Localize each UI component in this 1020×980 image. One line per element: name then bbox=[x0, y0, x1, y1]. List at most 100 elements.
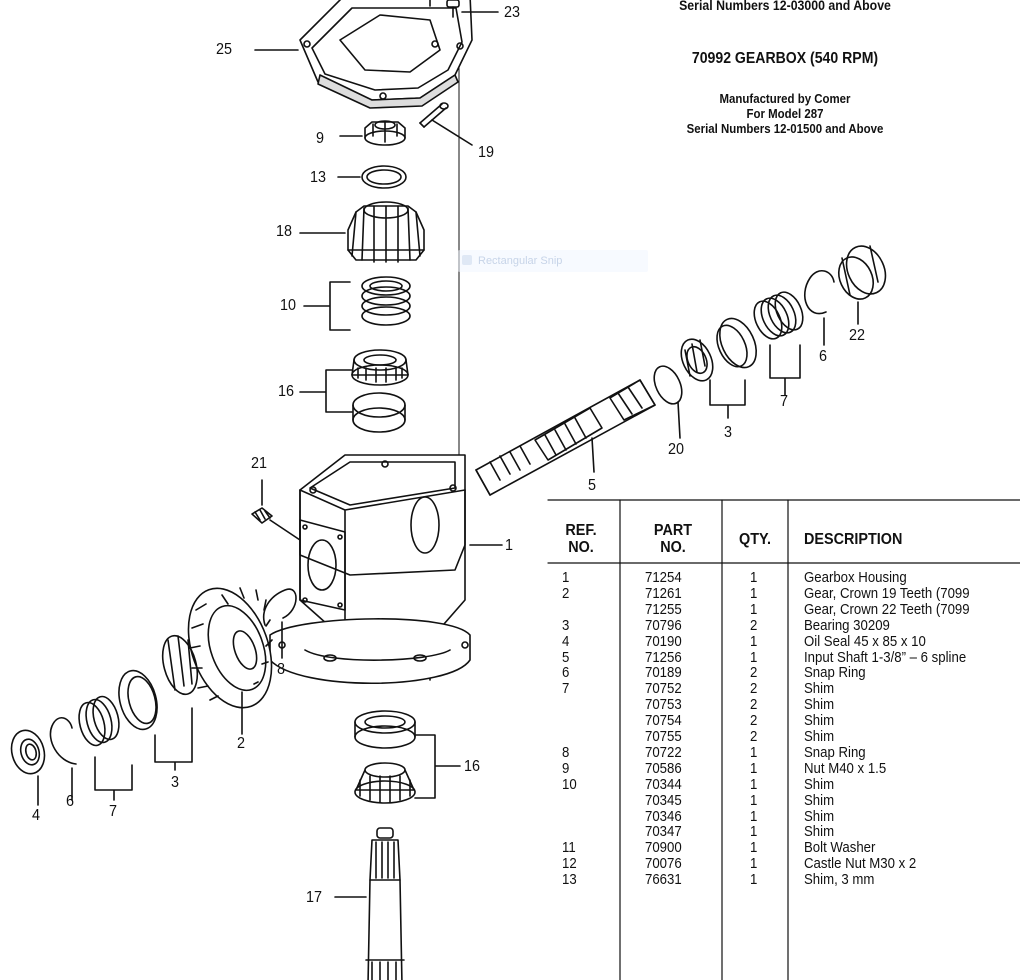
row-ref-no: 7 bbox=[562, 680, 570, 698]
row-ref-no: 9 bbox=[562, 759, 570, 777]
bearing-cone-16-lower bbox=[354, 762, 416, 804]
shim-stack-right bbox=[753, 291, 804, 340]
row-part-no: 71256 bbox=[645, 648, 682, 666]
shim-stack-10 bbox=[361, 276, 411, 326]
snap-ring-right bbox=[804, 270, 835, 315]
row-description: Shim bbox=[804, 680, 835, 698]
col-header-ref-line1: REF. bbox=[565, 522, 597, 539]
end-cap bbox=[837, 245, 887, 300]
row-description: Castle Nut M30 x 2 bbox=[804, 855, 917, 873]
vent-plug bbox=[251, 507, 273, 524]
snap-ring-left-outer bbox=[49, 717, 77, 765]
row-description: Input Shaft 1-3/8” – 6 spline bbox=[804, 648, 967, 666]
row-ref-no: 2 bbox=[562, 584, 570, 602]
callout-22: 22 bbox=[849, 327, 866, 344]
col-header-qty: QTY. bbox=[738, 531, 772, 548]
parts-table-grid bbox=[547, 499, 1020, 980]
row-qty: 2 bbox=[750, 696, 758, 714]
callout-9: 9 bbox=[316, 130, 325, 147]
bearing-right bbox=[680, 317, 757, 382]
row-part-no: 70345 bbox=[645, 791, 682, 809]
callout-5: 5 bbox=[588, 477, 597, 494]
row-qty: 1 bbox=[750, 823, 758, 841]
row-description: Oil Seal 45 x 85 x 10 bbox=[804, 632, 926, 650]
row-ref-no: 10 bbox=[562, 775, 577, 793]
col-header-ref-line2: NO. bbox=[568, 539, 594, 556]
col-header-part-line1: PART bbox=[653, 522, 693, 539]
row-qty: 1 bbox=[750, 584, 758, 602]
castle-nut bbox=[364, 120, 406, 146]
row-qty: 2 bbox=[750, 728, 758, 745]
row-qty: 1 bbox=[750, 775, 758, 793]
row-qty: 2 bbox=[750, 616, 758, 634]
row-part-no: 70755 bbox=[645, 728, 682, 745]
shim-ring-13 bbox=[361, 165, 407, 189]
row-part-no: 71254 bbox=[645, 569, 682, 586]
row-description: Gear, Crown 22 Teeth (7099 bbox=[804, 600, 970, 618]
col-header-ref: REF. NO. bbox=[559, 522, 604, 556]
row-description: Shim bbox=[804, 823, 835, 841]
snip-icon bbox=[462, 255, 472, 265]
row-description: Shim bbox=[804, 712, 835, 730]
header-model: For Model 287 bbox=[746, 106, 824, 121]
gearbox-top-cover bbox=[299, 0, 473, 109]
row-ref-no: 8 bbox=[562, 743, 570, 761]
input-shaft bbox=[475, 379, 656, 496]
callout-16-lower: 16 bbox=[464, 758, 481, 775]
row-qty: 1 bbox=[750, 632, 758, 650]
row-ref-no: 6 bbox=[562, 664, 570, 682]
row-part-no: 71255 bbox=[645, 600, 682, 618]
row-qty: 1 bbox=[750, 807, 758, 825]
callout-8: 8 bbox=[277, 661, 286, 678]
row-qty: 1 bbox=[750, 759, 758, 777]
bearing-cup-16-lower bbox=[354, 710, 416, 749]
cover-bolts bbox=[429, 0, 460, 18]
row-qty: 2 bbox=[750, 712, 758, 730]
row-description: Shim bbox=[804, 696, 835, 714]
row-part-no: 70344 bbox=[645, 775, 682, 793]
callout-6-right: 6 bbox=[819, 348, 828, 365]
callout-16-top: 16 bbox=[278, 383, 295, 400]
row-qty: 2 bbox=[750, 664, 758, 682]
header-serial-top: Serial Numbers 12-03000 and Above bbox=[679, 0, 891, 13]
row-description: Bearing 30209 bbox=[804, 616, 890, 634]
row-qty: 1 bbox=[750, 871, 758, 889]
gearbox-housing bbox=[269, 454, 471, 685]
shim-ring-20 bbox=[653, 365, 683, 405]
row-part-no: 70346 bbox=[645, 807, 682, 825]
bearing-cone-16-top bbox=[351, 349, 409, 386]
page-title: 70992 GEARBOX (540 RPM) bbox=[691, 50, 879, 67]
row-qty: 2 bbox=[750, 680, 758, 698]
row-description: Nut M40 x 1.5 bbox=[804, 759, 887, 777]
crown-gear bbox=[187, 587, 273, 709]
callout-13: 13 bbox=[310, 169, 327, 186]
callout-20: 20 bbox=[668, 441, 685, 458]
bearing-cup-16-top bbox=[352, 392, 406, 433]
header-manufacturer: Manufactured by Comer bbox=[719, 91, 851, 106]
row-part-no: 70347 bbox=[645, 823, 682, 841]
shim-stack-left bbox=[78, 695, 120, 747]
snip-label: Rectangular Snip bbox=[478, 255, 563, 267]
row-description: Shim, 3 mm bbox=[804, 871, 875, 889]
header-manufacturer-block: Manufactured by Comer For Model 287 Seri… bbox=[587, 91, 983, 136]
row-part-no: 76631 bbox=[645, 871, 682, 889]
row-part-no: 70722 bbox=[645, 743, 682, 761]
row-description: Shim bbox=[804, 807, 835, 825]
row-description: Snap Ring bbox=[804, 664, 866, 682]
row-qty: 1 bbox=[750, 839, 758, 857]
row-description: Snap Ring bbox=[804, 743, 866, 761]
